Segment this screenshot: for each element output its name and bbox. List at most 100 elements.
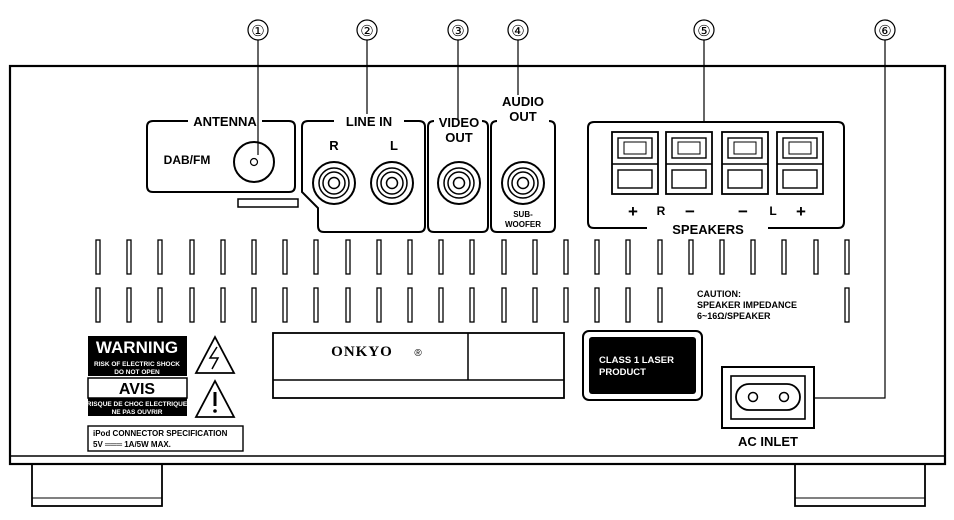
vent-slot	[157, 287, 163, 323]
line-in-left-jack	[370, 161, 414, 205]
speaker-terminal-right-plus	[611, 131, 659, 195]
line-in-left-label: L	[390, 138, 398, 153]
vent-slot	[469, 287, 475, 323]
ipod-spec-line2: 5V ═══ 1A/5W MAX.	[93, 440, 171, 449]
speaker-right-minus-label: −	[685, 202, 695, 221]
callout-6: ⑥	[814, 19, 896, 399]
video-out-jack	[437, 161, 481, 205]
callout-6-label: ⑥	[878, 23, 891, 40]
line-in-section: LINE IN R L	[301, 114, 426, 233]
vent-slot	[501, 239, 507, 275]
vent-slot	[220, 239, 226, 275]
vent-slot	[126, 287, 132, 323]
vent-slot	[625, 287, 631, 323]
line-in-right-label: R	[329, 138, 339, 153]
vent-slot	[501, 287, 507, 323]
speaker-terminal-left-minus	[721, 131, 769, 195]
speaker-left-minus-label: −	[738, 202, 748, 221]
warning-label: WARNING RISK OF ELECTRIC SHOCK DO NOT OP…	[87, 335, 236, 418]
antenna-label: DAB/FM	[164, 153, 211, 167]
antenna-title: ANTENNA	[193, 114, 257, 129]
speaker-terminal-right-minus	[665, 131, 713, 195]
vent-slot	[220, 287, 226, 323]
vent-slot	[594, 287, 600, 323]
antenna-jack	[233, 141, 275, 183]
subwoofer-jack	[501, 161, 545, 205]
vent-slot	[750, 239, 756, 275]
vent-slot	[407, 239, 413, 275]
ac-socket-icon	[735, 383, 801, 411]
vent-slot	[594, 239, 600, 275]
video-out-line2: OUT	[445, 130, 473, 145]
vent-slot	[189, 239, 195, 275]
vent-slot	[563, 239, 569, 275]
electric-shock-warning-icon	[194, 335, 236, 374]
callout-4: ④	[507, 19, 529, 95]
speakers-section: SPEAKERS +	[587, 121, 845, 237]
vent-slot	[282, 239, 288, 275]
vent-slot	[282, 287, 288, 323]
vent-slot	[95, 239, 101, 275]
vent-slot	[376, 287, 382, 323]
callout-5-label: ⑤	[697, 23, 710, 40]
ventilation-slots	[95, 239, 850, 323]
audio-out-line2: OUT	[509, 109, 537, 124]
vent-slot	[781, 239, 787, 275]
vent-slot	[376, 239, 382, 275]
ac-inlet: AC INLET	[721, 366, 815, 449]
ac-inlet-label: AC INLET	[738, 434, 798, 449]
laser-line2: PRODUCT	[599, 367, 646, 378]
chassis	[8, 64, 947, 507]
vent-slot	[438, 239, 444, 275]
video-out-section: VIDEO OUT	[427, 115, 489, 233]
vent-slot	[189, 287, 195, 323]
vent-slot	[563, 287, 569, 323]
vent-slot	[532, 239, 538, 275]
vent-slot	[688, 239, 694, 275]
onkyo-logo: ONKYO	[331, 344, 393, 360]
laser-label: CLASS 1 LASER PRODUCT	[582, 330, 703, 401]
caution-line2: SPEAKER IMPEDANCE	[697, 300, 797, 310]
subwoofer-label-line1: SUB-	[513, 210, 533, 219]
line-in-title: LINE IN	[346, 114, 392, 129]
vent-slot	[345, 287, 351, 323]
onkyo-panel: ONKYO ®	[272, 332, 565, 399]
line-in-right-jack	[312, 161, 356, 205]
antenna-section: ANTENNA DAB/FM	[146, 114, 299, 208]
avis-title: AVIS	[119, 381, 155, 398]
audio-out-section: AUDIO OUT SUB- WOOFER	[490, 94, 556, 233]
speaker-terminal-left-plus	[776, 131, 824, 195]
vent-slot	[126, 239, 132, 275]
callout-3-label: ③	[451, 23, 464, 40]
vent-slot	[625, 239, 631, 275]
warning-title: WARNING	[96, 338, 178, 357]
speaker-left-label: L	[769, 204, 776, 218]
speaker-left-plus-label: +	[796, 202, 806, 221]
warning-line2: DO NOT OPEN	[114, 369, 160, 376]
ipod-spec-label: iPod CONNECTOR SPECIFICATION 5V ═══ 1A/5…	[87, 425, 244, 452]
vent-slot	[469, 239, 475, 275]
vent-slot	[844, 287, 850, 323]
vent-slot	[251, 239, 257, 275]
vent-slot	[532, 287, 538, 323]
callout-1: ①	[247, 19, 269, 155]
caution-exclamation-icon	[194, 379, 236, 418]
vent-slot	[844, 239, 850, 275]
vent-slot	[313, 239, 319, 275]
caution-line3: 6~16Ω/SPEAKER	[697, 311, 771, 321]
callout-5: ⑤	[693, 19, 715, 122]
speaker-right-plus-label: +	[628, 202, 638, 221]
callout-2: ②	[356, 19, 378, 114]
video-out-line1: VIDEO	[439, 115, 479, 130]
warning-line4: NE PAS OUVRIR	[112, 409, 163, 416]
vent-slot	[719, 239, 725, 275]
warning-line1: RISK OF ELECTRIC SHOCK	[94, 361, 180, 368]
vent-slot	[407, 287, 413, 323]
vent-slot	[813, 239, 819, 275]
vent-slot	[438, 287, 444, 323]
warning-line3: RISQUE DE CHOC ELECTRIQUE	[87, 401, 188, 408]
caution-text: CAUTION: SPEAKER IMPEDANCE 6~16Ω/SPEAKER	[697, 289, 797, 321]
callout-4-label: ④	[511, 23, 524, 40]
callout-3: ③	[447, 19, 469, 119]
